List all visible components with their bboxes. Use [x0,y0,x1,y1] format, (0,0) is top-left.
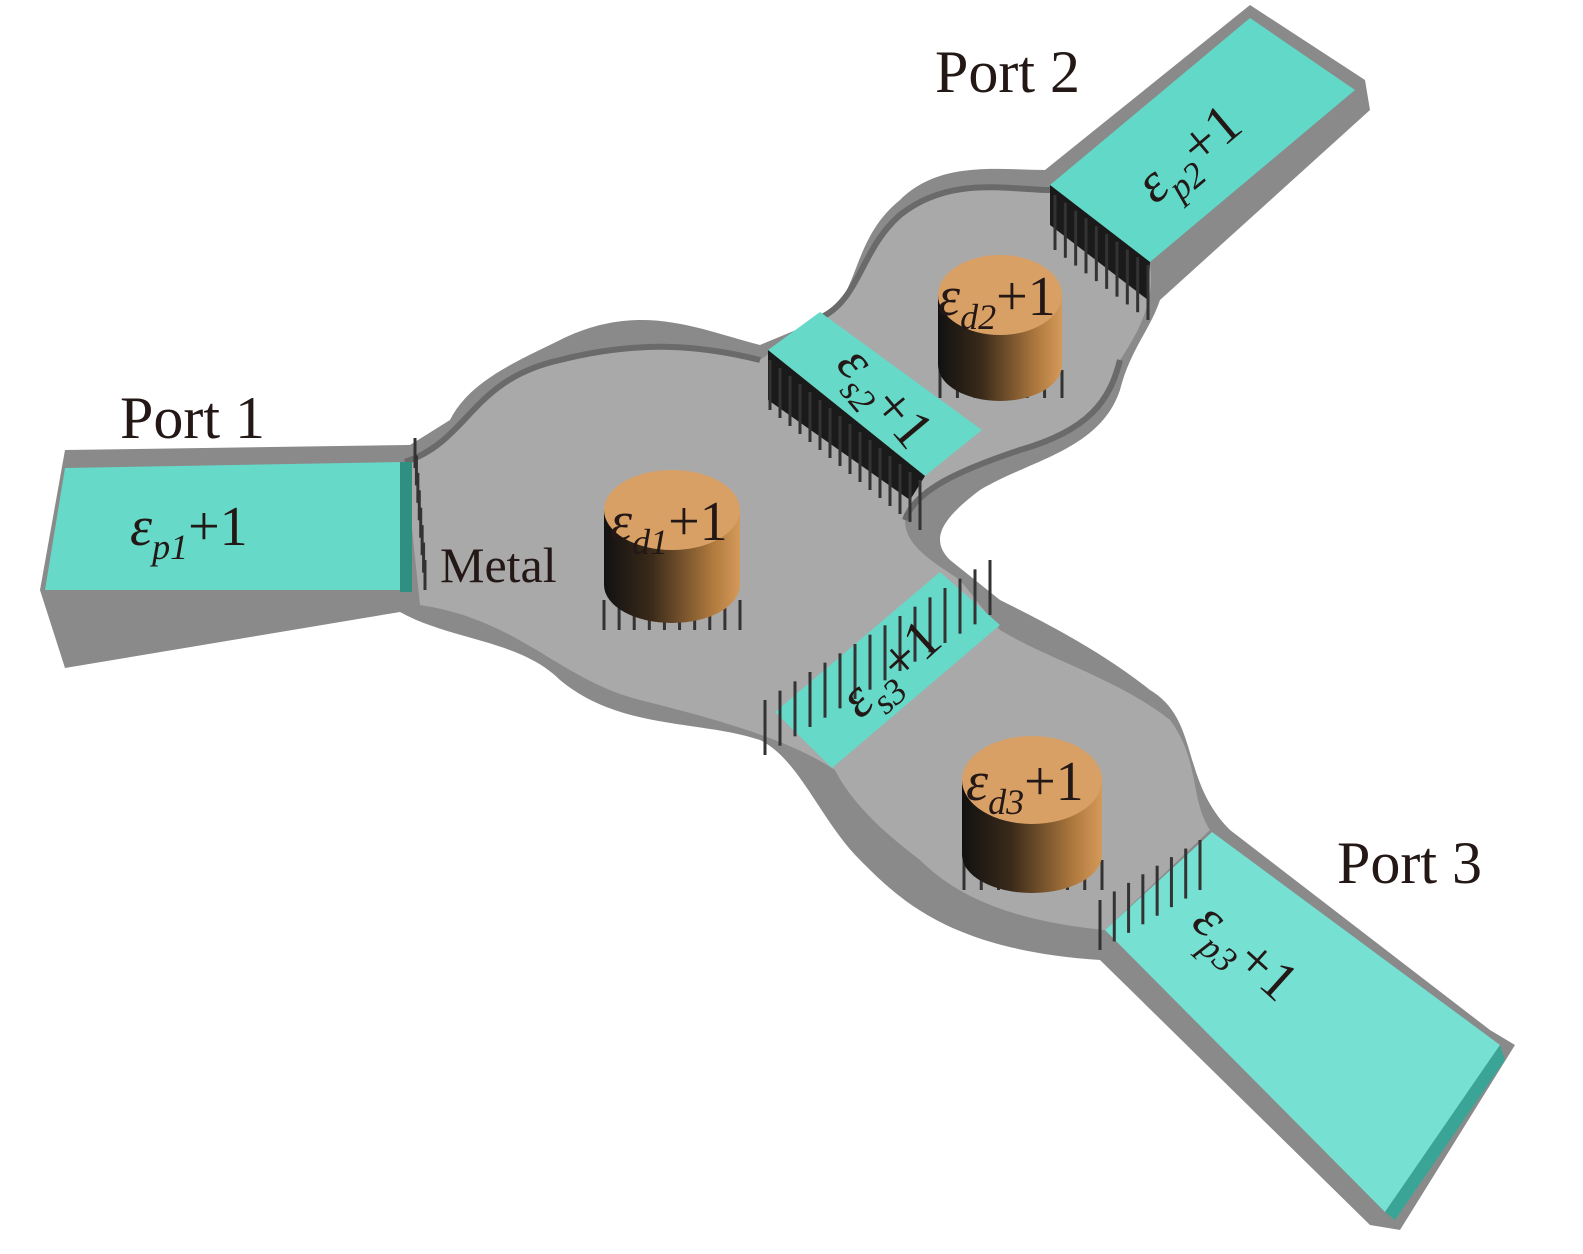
port1-dielectric-side [400,462,412,592]
dielectric-regions [45,18,1505,1220]
eps-p1-label: εp1+1 [130,496,248,567]
eps-d3-label: εd3+1 [966,751,1084,822]
port1-label: Port 1 [120,385,265,451]
resonator-d2 [938,255,1062,401]
port2-label: Port 2 [935,39,1080,105]
port1-dielectric [45,462,405,590]
resonator-d1-top [604,470,740,550]
metal-label: Metal [440,537,557,593]
port3-dielectric [1105,832,1500,1212]
stub-s2-edge [768,350,925,500]
port3-dielectric-side [1385,1045,1505,1220]
resonator-d3 [962,736,1102,893]
metal-inner-rim [404,184,1123,522]
eps-d2-label: εd2+1 [938,266,1056,337]
port2-dielectric [1050,18,1355,262]
resonator-d3-top [962,736,1102,824]
stub-s2-dielectric [768,312,982,476]
port3-label: Port 3 [1337,830,1482,896]
eps-d1-label: εd1+1 [610,491,728,562]
resonator-d1 [604,470,740,623]
resonator-d2-top [938,255,1062,335]
